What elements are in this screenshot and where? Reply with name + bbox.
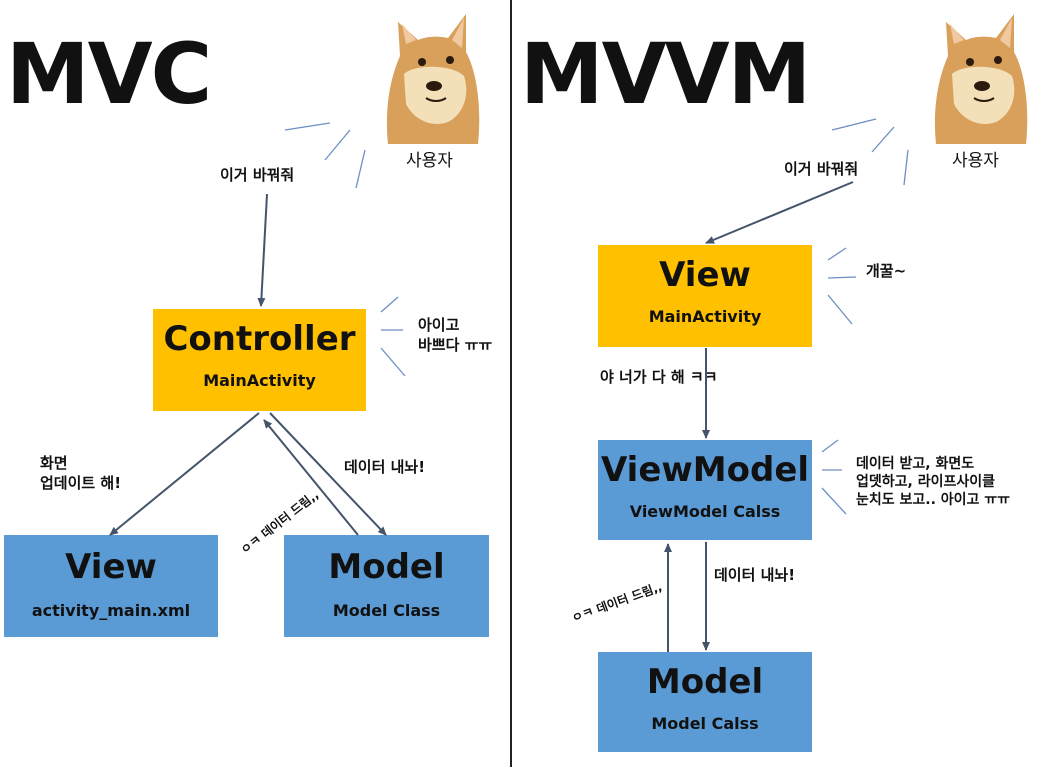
controller-remark: 아이고 바쁘다 ㅠㅠ xyxy=(418,316,493,354)
user-label: 사용자 xyxy=(406,151,453,171)
mvvm-title: MVVM xyxy=(520,25,811,123)
request-label: 이거 바꿔줘 xyxy=(220,166,295,184)
view-name: View xyxy=(65,547,157,587)
model-box: Model Model Class xyxy=(284,535,489,637)
viewmodel-name: ViewModel xyxy=(600,450,810,490)
user-label-right: 사용자 xyxy=(952,151,999,171)
update-label: 화면 업데이트 해! xyxy=(40,454,122,492)
arrow-model-to-controller xyxy=(263,419,359,536)
controller-box: Controller MainActivity xyxy=(153,309,366,411)
viewmodel-remark: 데이터 받고, 화면도 업뎃하고, 라이프사이클 눈치도 보고.. 아이고 ㅠㅠ xyxy=(856,456,1011,509)
model-sub: Model Class xyxy=(332,601,441,620)
arrow-user-to-view xyxy=(705,181,854,244)
mvvm-view-sub: MainActivity xyxy=(648,307,762,326)
arrow-controller-to-model xyxy=(269,412,387,536)
viewmodel-sub: ViewModel Calss xyxy=(629,502,781,521)
mvvm-view-box: View MainActivity xyxy=(598,245,812,347)
controller-sub: MainActivity xyxy=(203,371,316,390)
panel-divider xyxy=(510,0,512,767)
viewmodel-box: ViewModel ViewModel Calss xyxy=(598,440,812,540)
model-name: Model xyxy=(328,547,445,587)
arrow-controller-to-view xyxy=(109,412,260,536)
view-box: View activity_main.xml xyxy=(4,535,218,637)
view-remark: 개꿀~ xyxy=(866,262,907,280)
speech-strokes xyxy=(284,118,909,515)
request-label-right: 이거 바꿔줘 xyxy=(784,160,859,178)
doge-user-icon xyxy=(378,4,486,144)
controller-name: Controller xyxy=(163,319,356,359)
mvvm-view-name: View xyxy=(659,255,751,295)
delegate-label: 야 너가 다 해 ㅋㅋ xyxy=(600,368,718,386)
mvc-title: MVC xyxy=(6,25,212,123)
give-data-label: 데이터 내놔! xyxy=(344,458,426,476)
arrow-user-to-controller xyxy=(257,193,268,307)
give-data-label-right: 데이터 내놔! xyxy=(714,566,796,584)
mvvm-model-box: Model Model Calss xyxy=(598,652,812,752)
doge-user-icon-right xyxy=(926,4,1034,144)
mvvm-model-name: Model xyxy=(646,662,764,702)
mvvm-model-sub: Model Calss xyxy=(651,714,759,733)
view-sub: activity_main.xml xyxy=(31,601,191,620)
